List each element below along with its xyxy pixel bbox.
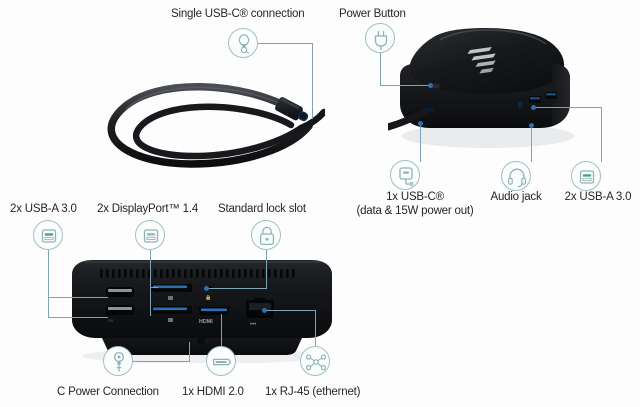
leader-line-hdmi-v [221,314,223,361]
leader-line-usb-a-front-h [534,107,602,109]
usb-c-port-icon [390,160,420,190]
usb-c-cable-icon [228,28,258,58]
power-connector-icon [103,346,133,376]
svg-text:🔒: 🔒 [205,294,211,301]
leader-line-audio-jack-v [531,126,533,162]
marker-power-button [428,83,433,88]
marker-usb-a-front [531,105,536,110]
usb-a-icon [33,220,63,250]
leader-line-power-button-h [380,85,430,87]
svg-text:•••: ••• [250,322,256,328]
power-plug-icon [365,23,395,53]
marker-audio-jack [529,123,534,128]
leader-line-c-power-h [133,361,190,363]
leader-line-c-power-v [189,342,191,362]
callout-label-power-button: Power Button [339,8,406,20]
dock-top-artwork [388,28,574,148]
leader-line-single-usb-c-v [312,43,314,119]
leader-line-usb-a-rear-h1 [48,297,108,299]
callout-label-audio-jack: Audio jack [490,191,542,203]
leader-line-usb-c-data-v [420,124,422,162]
callout-label-usb-a-front: 2x USB-A 3.0 [564,191,632,203]
callout-label-rj45: 1x RJ-45 (ethernet) [265,386,361,398]
usb-c-cable-artwork [107,83,325,168]
callout-label-hdmi: 1x HDMI 2.0 [182,386,244,398]
callout-label-single-usb-c: Single USB-C® connection [171,8,305,20]
marker-usb-c-data [418,121,423,126]
marker-rj45 [262,308,267,313]
ethernet-icon [300,346,330,376]
svg-text:SS: SS [108,318,114,323]
leader-line-displayport-h [150,287,158,289]
callout-label-c-power-connection: C Power Connection [57,386,159,398]
lock-icon [251,220,281,250]
leader-line-rj45-v [315,310,317,361]
callout-label-usb-c-data-power: 1x USB-C® [386,191,444,203]
displayport-icon [135,220,165,250]
leader-line-usb-a-rear-v2 [48,297,50,318]
callout-label-usb-a-rear: 2x USB-A 3.0 [10,203,77,215]
callout-label-displayport: 2x DisplayPort™ 1.4 [97,203,199,215]
marker-lock-slot [204,286,209,291]
headset-icon [501,161,531,191]
leader-line-displayport-v [150,250,152,316]
leader-line-usb-a-rear-h2 [48,317,108,319]
leader-line-usb-a-rear-v [48,250,50,298]
leader-line-power-button-v [380,53,382,86]
leader-line-lock-slot-v [266,250,268,289]
leader-line-lock-slot-h [207,288,267,290]
leader-line-single-usb-c-h [258,43,313,45]
leader-line-rj45-h [265,310,316,312]
callout-label-lock-slot: Standard lock slot [218,203,306,215]
svg-text:HDMI: HDMI [199,319,213,325]
hdmi-icon [206,346,236,376]
usb-a-icon [571,161,601,191]
callout-sublabel-usb-c-data-power: (data & 15W power out) [356,205,474,217]
leader-line-usb-a-front-v [601,108,603,162]
